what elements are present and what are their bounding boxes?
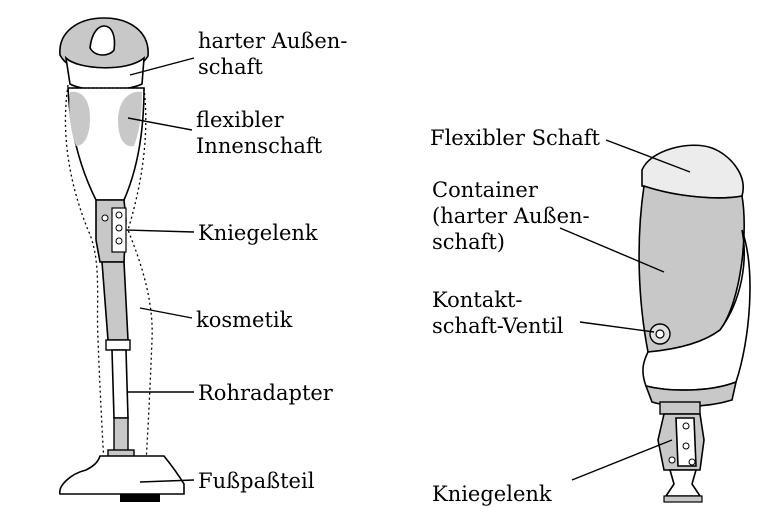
knee-base-adapter bbox=[666, 470, 700, 496]
label-knee-joint-right: Kniegelenk bbox=[432, 482, 552, 506]
label-cosmetic: kosmetik bbox=[196, 308, 293, 332]
knee-bolt bbox=[102, 215, 108, 221]
knee-bolt bbox=[683, 443, 689, 449]
label-knee-joint-left: Kniegelenk bbox=[198, 221, 318, 245]
knee-bolt bbox=[689, 459, 695, 465]
leader-cosmetic bbox=[140, 308, 192, 318]
label-valve: Kontakt- schaft-Ventil bbox=[432, 288, 564, 338]
leader-knee-joint bbox=[126, 230, 194, 232]
valve-inner bbox=[656, 330, 664, 338]
label-foot: Fußpaßteil bbox=[198, 469, 315, 493]
knee-base-plate bbox=[664, 496, 702, 502]
right-prosthesis: Flexibler Schaft Container (harter Außen… bbox=[430, 126, 750, 506]
foot-sole bbox=[120, 494, 160, 502]
tube-lower bbox=[114, 418, 128, 454]
tube-clamp bbox=[106, 340, 130, 350]
prosthetic-foot bbox=[60, 456, 184, 494]
label-inner-socket: flexibler Innenschaft bbox=[196, 108, 323, 158]
label-outer-socket: harter Außen- schaft bbox=[198, 29, 354, 79]
label-container: Container (harter Außen- schaft) bbox=[432, 178, 596, 254]
knee-bolt bbox=[116, 212, 122, 218]
knee-pyramid-adapter bbox=[660, 402, 700, 414]
label-tube-adapter: Rohradapter bbox=[198, 381, 334, 405]
left-prosthesis: harter Außen- schaft flexibler Innenscha… bbox=[60, 18, 354, 502]
tube-upper bbox=[102, 262, 128, 340]
knee-bolt bbox=[116, 225, 122, 231]
tube-adapter bbox=[112, 350, 128, 418]
knee-bolt bbox=[116, 238, 122, 244]
knee-bolt bbox=[669, 457, 675, 463]
leader-knee-joint-right bbox=[572, 440, 672, 480]
knee-bolt bbox=[683, 423, 689, 429]
label-flexible-socket: Flexibler Schaft bbox=[430, 126, 601, 150]
